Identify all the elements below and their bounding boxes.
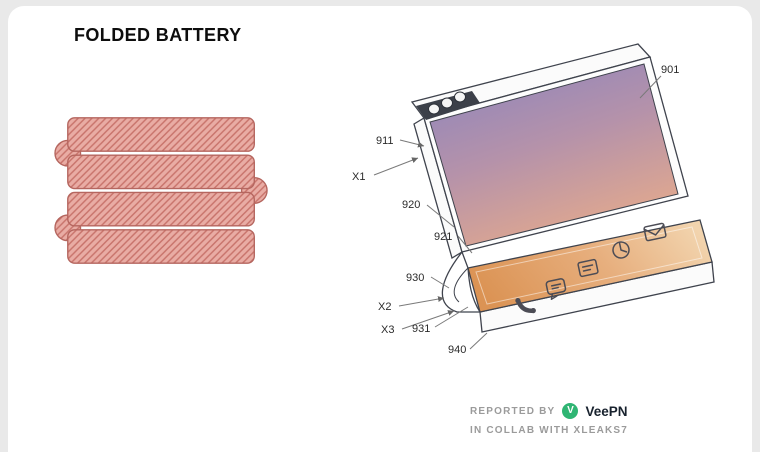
- footer-credit: REPORTED BY V VeePN IN COLLAB WITH XLEAK…: [470, 403, 628, 436]
- chat-icon: [545, 278, 567, 300]
- deck-app-icons: [515, 222, 667, 314]
- battery-layer-2: [67, 154, 255, 190]
- leader-931: [434, 306, 469, 328]
- phone-upper-slab: [410, 43, 689, 259]
- ref-label-921: 921: [434, 231, 452, 243]
- folded-battery-figure: [54, 117, 268, 264]
- phone-screen: [429, 63, 679, 247]
- veepn-brand: VeePN: [585, 403, 628, 419]
- envelope-icon: [643, 222, 667, 242]
- veepn-logo-icon: V: [562, 403, 579, 419]
- leader-921: [457, 235, 473, 254]
- page-title: FOLDED BATTERY: [74, 25, 242, 45]
- ref-label-X2: X2: [378, 301, 391, 313]
- ref-label-911: 911: [376, 135, 394, 147]
- collab-label: IN COLLAB WITH XLEAKS7: [470, 425, 629, 436]
- ref-label-X1: X1: [352, 171, 365, 183]
- leader-lines: [373, 75, 662, 350]
- leader-X1: [373, 157, 419, 176]
- leader-X2: [398, 296, 445, 307]
- fold-hinge: [441, 250, 482, 313]
- battery-layer-1: [67, 117, 255, 152]
- leader-940: [469, 332, 488, 350]
- leader-X3: [401, 310, 455, 330]
- clock-icon: [612, 241, 630, 259]
- camera-cutouts: [416, 91, 480, 120]
- ref-label-940: 940: [448, 344, 466, 356]
- reported-by-label: REPORTED BY: [470, 405, 556, 417]
- ref-labels: 901 911 X1 920 921 930 X2 X3 931 940: [352, 64, 679, 356]
- ref-label-930: 930: [406, 272, 424, 284]
- phone-handset-icon: [515, 297, 536, 314]
- ref-label-920: 920: [402, 199, 420, 211]
- leader-920: [426, 204, 455, 228]
- reported-by-row: REPORTED BY V VeePN: [470, 403, 628, 419]
- leader-930: [430, 276, 450, 289]
- ref-label-931: 931: [412, 323, 430, 335]
- battery-layer-4: [67, 229, 255, 264]
- ref-label-X3: X3: [381, 324, 394, 336]
- foldable-phone-figure: 901 911 X1 920 921 930 X2 X3 931 940: [352, 43, 715, 356]
- ref-label-901: 901: [661, 64, 679, 76]
- leader-911: [399, 139, 425, 148]
- battery-layer-3: [67, 191, 255, 227]
- list-icon: [577, 258, 599, 278]
- leader-901: [639, 75, 662, 99]
